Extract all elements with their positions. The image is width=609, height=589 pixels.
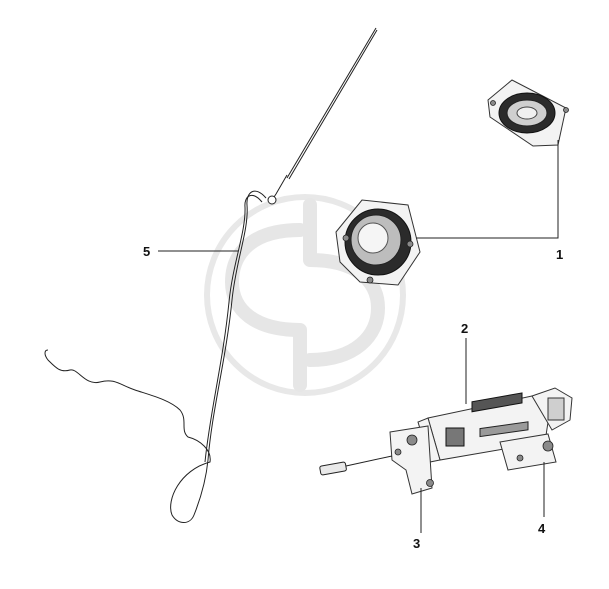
callout-1: 1 xyxy=(556,247,563,262)
callout-5: 5 xyxy=(143,244,150,259)
callout-4: 4 xyxy=(538,521,546,536)
speaker-rear xyxy=(487,79,569,147)
callout-3: 3 xyxy=(413,536,420,551)
mounting-bracket-right xyxy=(499,433,557,471)
speaker-front xyxy=(335,199,421,286)
mounting-bracket-left xyxy=(319,425,434,495)
callout-2: 2 xyxy=(461,321,468,336)
leader-lines xyxy=(158,140,559,533)
antenna-cable xyxy=(44,27,378,523)
